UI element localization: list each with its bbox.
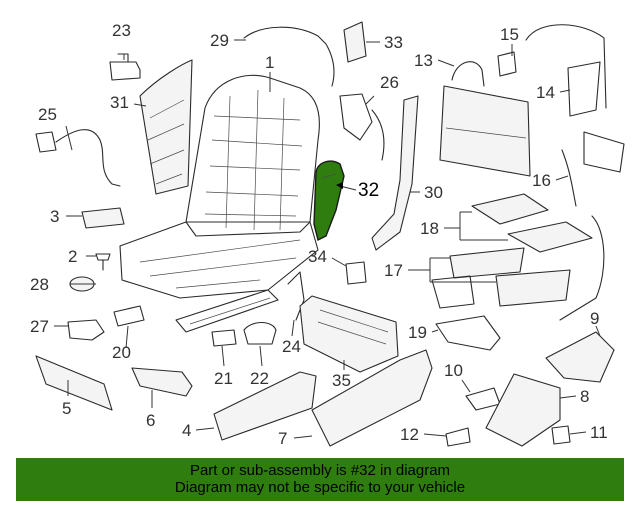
callout-16: 16 bbox=[532, 171, 551, 190]
part-trim-5 bbox=[35, 355, 113, 411]
part-clip-34 bbox=[345, 261, 367, 285]
callout-17: 17 bbox=[384, 261, 403, 280]
callout-28: 28 bbox=[30, 275, 49, 294]
callout-20: 20 bbox=[112, 343, 131, 362]
part-seat-frame bbox=[119, 74, 320, 333]
part-21 bbox=[211, 329, 237, 347]
callout-18: 18 bbox=[420, 219, 439, 238]
callout-33: 33 bbox=[384, 33, 403, 52]
banner-line-1: Part or sub-assembly is #32 in diagram bbox=[189, 462, 451, 479]
part-cable-14 bbox=[525, 24, 607, 117]
part-32-highlighted[interactable] bbox=[313, 160, 345, 242]
callout-14: 14 bbox=[536, 83, 555, 102]
part-clip-15 bbox=[497, 51, 517, 77]
part-clip-11 bbox=[551, 425, 571, 445]
part-bolt-2 bbox=[95, 253, 111, 271]
part-trim-4 bbox=[213, 371, 317, 441]
part-clip-33 bbox=[343, 21, 367, 63]
callout-30: 30 bbox=[424, 183, 443, 202]
callout-11: 11 bbox=[590, 423, 608, 442]
part-cover-6 bbox=[131, 367, 193, 397]
callout-32: 32 bbox=[358, 180, 379, 201]
callout-4: 4 bbox=[182, 421, 191, 440]
part-cable-25 bbox=[35, 129, 121, 187]
part-mat-18b bbox=[507, 221, 593, 253]
leader-lines bbox=[54, 39, 601, 439]
part-plate-9 bbox=[545, 331, 615, 383]
part-backrest-panel bbox=[439, 85, 531, 177]
callout-8: 8 bbox=[580, 387, 589, 406]
part-bracket-19 bbox=[435, 315, 501, 351]
part-actuator-27 bbox=[67, 319, 105, 341]
part-22 bbox=[243, 321, 277, 345]
callout-25: 25 bbox=[38, 105, 57, 124]
part-plate-8 bbox=[485, 373, 561, 447]
callout-12: 12 bbox=[400, 425, 419, 444]
part-bracket-26 bbox=[339, 93, 385, 161]
part-module-17 bbox=[431, 275, 475, 309]
callout-22: 22 bbox=[250, 369, 269, 388]
callout-6: 6 bbox=[146, 411, 155, 430]
callout-labels: 1 2 3 4 5 6 7 8 9 10 11 12 13 14 15 16 1… bbox=[30, 21, 608, 448]
part-tray-35 bbox=[299, 295, 399, 373]
parts-diagram: 1 2 3 4 5 6 7 8 9 10 11 12 13 14 15 16 1… bbox=[30, 21, 625, 448]
callout-19: 19 bbox=[408, 323, 427, 342]
callout-2: 2 bbox=[68, 247, 77, 266]
callout-5: 5 bbox=[62, 399, 71, 418]
part-motor-20 bbox=[113, 305, 145, 327]
banner-line-2: Diagram may not be specific to your vehi… bbox=[174, 479, 466, 496]
part-mat-17a bbox=[449, 247, 525, 279]
callout-26: 26 bbox=[380, 73, 399, 92]
callout-3: 3 bbox=[50, 207, 59, 226]
callout-9: 9 bbox=[590, 309, 599, 328]
part-bracket-10 bbox=[465, 387, 501, 411]
info-banner: Part or sub-assembly is #32 in diagram D… bbox=[16, 458, 624, 501]
part-mat-17b bbox=[495, 269, 571, 307]
callout-35: 35 bbox=[332, 371, 351, 390]
callout-31: 31 bbox=[110, 93, 129, 112]
callout-27: 27 bbox=[30, 317, 49, 336]
callout-21: 21 bbox=[214, 369, 233, 388]
callout-24: 24 bbox=[282, 337, 301, 356]
part-side-panel bbox=[139, 59, 193, 195]
callout-15: 15 bbox=[500, 25, 519, 44]
callout-13: 13 bbox=[414, 51, 433, 70]
part-cover-7 bbox=[311, 349, 433, 447]
callout-1: 1 bbox=[265, 53, 274, 72]
part-rail-30 bbox=[371, 95, 419, 251]
callout-29: 29 bbox=[210, 31, 229, 50]
callout-10: 10 bbox=[444, 361, 463, 380]
callout-7: 7 bbox=[278, 429, 287, 448]
callout-34: 34 bbox=[308, 247, 327, 266]
part-mat-18a bbox=[471, 193, 549, 225]
part-bracket-12 bbox=[445, 427, 471, 447]
part-wire-13 bbox=[451, 61, 485, 87]
part-switch-3 bbox=[81, 207, 125, 229]
callout-23: 23 bbox=[112, 21, 131, 40]
part-headrest-guide bbox=[243, 26, 335, 87]
part-connector-16 bbox=[561, 131, 625, 207]
part-motor-23 bbox=[109, 53, 141, 81]
